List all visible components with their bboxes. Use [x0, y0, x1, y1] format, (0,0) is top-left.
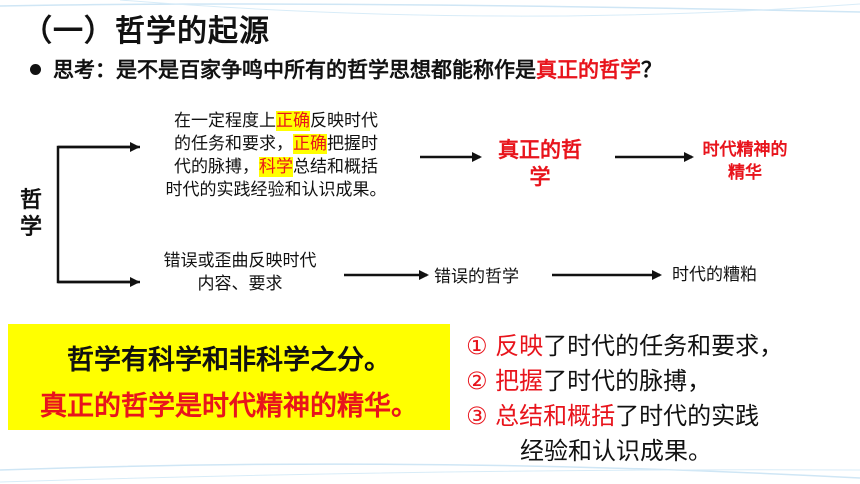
era-dregs-label: 时代的糟粕	[672, 265, 757, 285]
true-branch-description: 在一定程度上正确反映时代 的任务和要求，正确把握时 代的脉搏，科学总结和概括 时…	[136, 110, 416, 202]
true-branch-line-2: 的任务和要求，正确把握时	[136, 133, 416, 156]
true-branch-line-1: 在一定程度上正确反映时代	[136, 110, 416, 133]
false-branch-description: 错误或歪曲反映时代 内容、要求	[140, 250, 340, 296]
root-label: 哲学	[19, 188, 42, 240]
text: 把握时	[327, 134, 378, 154]
text: 反映时代	[310, 111, 378, 131]
wrong-philosophy-label: 错误的哲学	[434, 267, 519, 287]
point-number: ③	[466, 402, 488, 430]
key-points-list: ① 反映了时代的任务和要求， ② 把握了时代的脉搏， ③ 总结和概括了时代的实践…	[466, 329, 783, 469]
conclusion-box	[8, 324, 450, 430]
page-title: （一）哲学的起源	[22, 14, 270, 49]
bracket-line	[56, 145, 140, 284]
highlight-text: 正确	[276, 111, 310, 131]
question-prefix: 思考：是不是百家争鸣中所有的哲学思想都能称作是	[53, 58, 536, 82]
question-line: 思考：是不是百家争鸣中所有的哲学思想都能称作是真正的哲学？	[30, 54, 662, 84]
highlight-text: 正确	[293, 134, 327, 154]
point-text: 了时代的任务和要求，	[543, 332, 784, 360]
text: 的任务和要求，	[174, 134, 293, 154]
conclusion-line-2: 真正的哲学是时代精神的精华。	[40, 391, 418, 422]
key-point-continuation: 经验和认识成果。	[520, 437, 712, 465]
text: 总结和概括	[293, 157, 378, 177]
false-branch-line-2: 内容、要求	[197, 274, 283, 294]
key-point: ② 把握了时代的脉搏，	[466, 364, 783, 399]
point-keyword: 反映	[495, 332, 544, 360]
point-keyword: 把握	[495, 367, 544, 395]
point-text: 了时代的实践	[615, 402, 760, 430]
false-branch-line-1: 错误或歪曲反映时代	[163, 251, 317, 271]
era-spirit-label: 时代精神的精华	[702, 140, 788, 183]
question-suffix: ？	[641, 58, 662, 82]
true-branch-line-4: 时代的实践经验和认识成果。	[165, 180, 387, 200]
key-point: ③ 总结和概括了时代的实践	[466, 399, 783, 434]
highlight-text: 科学	[259, 157, 293, 177]
point-keyword: 总结和概括	[495, 402, 616, 430]
text: 代的脉搏，	[174, 157, 259, 177]
conclusion-line-1: 哲学有科学和非科学之分。	[67, 345, 391, 376]
point-text: 了时代的脉搏，	[543, 367, 712, 395]
bullet-icon	[30, 63, 41, 75]
key-point: ① 反映了时代的任务和要求，	[466, 329, 783, 364]
true-philosophy-label: 真正的哲学	[498, 138, 582, 189]
question-emphasis: 真正的哲学	[536, 58, 641, 82]
true-branch-line-3: 代的脉搏，科学总结和概括	[136, 156, 416, 179]
point-number: ②	[466, 367, 488, 395]
text: 在一定程度上	[174, 111, 276, 131]
point-number: ①	[466, 332, 488, 360]
